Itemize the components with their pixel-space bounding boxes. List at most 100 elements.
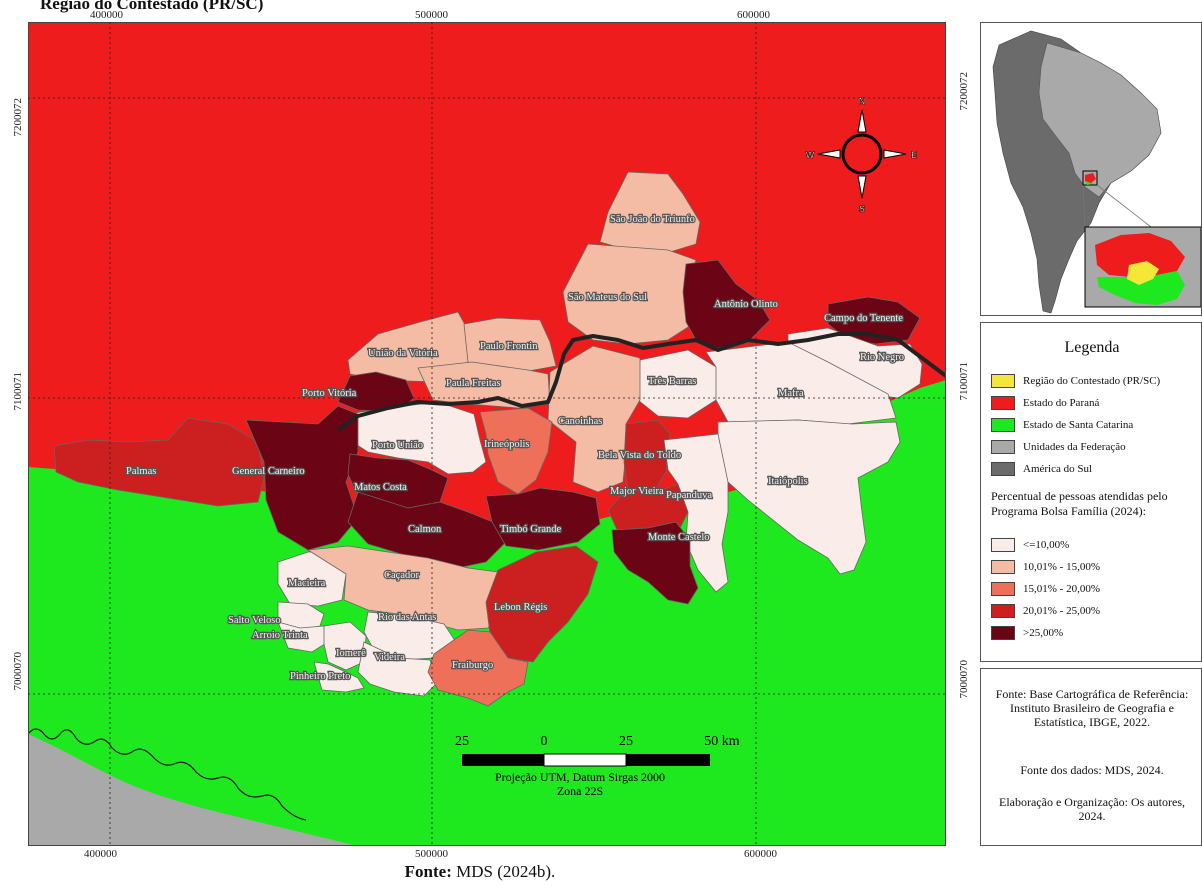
scale-tick-2: 0 [541, 734, 548, 749]
legend-item: América do Sul [991, 461, 1092, 477]
contestado-region [53, 171, 923, 707]
legend-item: Estado do Paraná [991, 395, 1099, 411]
label-cacador: Caçador [384, 570, 419, 581]
legend-class: 10,01% - 15,00% [991, 559, 1100, 575]
label-porto-vitoria: Porto Vitória [302, 388, 357, 399]
label-mafra: Mafra [778, 388, 804, 399]
compass-arrow-west [817, 149, 841, 159]
label-matos-costa: Matos Costa [354, 482, 407, 493]
legend-label: 15,01% - 20,00% [1023, 583, 1100, 595]
label-monte-castelo: Monte Castelo [648, 532, 710, 543]
legend-swatch [991, 626, 1015, 640]
compass-w: W [806, 150, 815, 160]
legend-label: Unidades da Federação [1023, 441, 1126, 453]
label-campo-do-tenente: Campo do Tenente [824, 313, 903, 324]
scale-tick-4: 50 km [704, 734, 740, 749]
muni-pinheiro-preto [313, 661, 365, 693]
compass-rose: N S E W [805, 96, 917, 215]
main-map: São João do Triunfo São Mateus do Sul An… [28, 22, 946, 846]
label-papanduva: Papanduva [666, 490, 712, 501]
compass-arrow-south [857, 175, 867, 199]
scale-zone: Zona 22S [557, 784, 603, 798]
muni-lebon-regis [485, 545, 599, 663]
label-paula-freitas: Paula Freitas [446, 378, 501, 389]
legend-swatch [991, 582, 1015, 596]
muni-irineopolis [479, 407, 553, 495]
label-calmon: Calmon [408, 524, 442, 535]
inset-locator-box [1082, 170, 1098, 186]
legend-item: Região do Contestado (PR/SC) [991, 373, 1160, 389]
legend-item: Estado de Santa Catarina [991, 417, 1133, 433]
legend-label: 10,01% - 15,00% [1023, 561, 1100, 573]
state-border-line [336, 332, 946, 432]
legend-label: 20,01% - 25,00% [1023, 605, 1100, 617]
compass-n: N [859, 96, 866, 106]
label-uniao-da-vitoria: União da Vitória [368, 348, 438, 359]
credits-authors: Elaboração e Organização: Os autores, 20… [998, 795, 1186, 823]
coordinate-grid [28, 22, 946, 846]
legend-label: Estado de Santa Catarina [1023, 419, 1134, 431]
scale-bar: 25 0 25 50 km Projeção UTM, Datum Sirgas… [455, 734, 740, 798]
coord-y-left-1: 7200072 [12, 98, 24, 137]
muni-calmon [347, 491, 507, 571]
muni-iomere [323, 621, 367, 671]
muni-timbo-grande [485, 487, 601, 551]
legend-class: 20,01% - 25,00% [991, 603, 1100, 619]
muni-tres-barras [637, 349, 719, 419]
figure-caption-top: Região do Contestado (PR/SC) [40, 0, 264, 13]
credits-panel: Fonte: Base Cartográfica de Referência: … [980, 668, 1202, 846]
inset-locator [980, 22, 1202, 316]
legend-class: 15,01% - 20,00% [991, 581, 1100, 597]
label-porto-uniao: Porto União [372, 440, 423, 451]
inset-brazil-states [1038, 42, 1162, 198]
muni-fraiburgo [427, 629, 529, 707]
muni-bela-vista-do-toldo [623, 419, 671, 493]
coord-y-right-1: 7200072 [958, 72, 970, 111]
muni-general-carneiro [245, 405, 359, 551]
legend-class: <=10,00% [991, 537, 1069, 553]
label-general-carneiro: General Carneiro [232, 466, 305, 477]
label-sao-mateus-do-sul: São Mateus do Sul [568, 292, 647, 303]
label-pinheiro-preto: Pinheiro Preto [290, 671, 350, 682]
compass-e: E [911, 150, 917, 160]
compass-arrow-east [883, 149, 907, 159]
muni-sao-joao-do-triunfo [599, 171, 701, 253]
coord-y-left-3: 7000070 [12, 652, 24, 691]
label-videira: Videira [374, 652, 405, 663]
scale-segment-3 [626, 754, 710, 766]
legend-swatch [991, 396, 1015, 410]
inset-connector-2 [1082, 184, 1086, 228]
scale-projection: Projeção UTM, Datum Sirgas 2000 [495, 770, 665, 784]
muni-papanduva [663, 433, 729, 593]
legend-panel: Legenda Região do Contestado (PR/SC) Est… [980, 322, 1202, 662]
legend-title: Legenda [1064, 339, 1120, 356]
muni-palmas [53, 417, 265, 507]
label-lebon-regis: Lebon Régis [494, 602, 547, 613]
legend-label: América do Sul [1023, 463, 1093, 475]
label-palmas: Palmas [126, 466, 156, 477]
legend-label: <=10,00% [1023, 539, 1070, 551]
coord-y-right-3: 7000070 [958, 660, 970, 699]
inset-map [981, 23, 1202, 315]
legend-swatch [991, 418, 1015, 432]
figure-caption-bottom: Fonte: MDS (2024b). [0, 862, 960, 882]
compass-arrow-north [857, 109, 867, 133]
coord-x-top-2: 500000 [415, 9, 448, 21]
inset-zoom-santa-catarina [1097, 271, 1185, 305]
label-rio-negro: Rio Negro [860, 352, 904, 363]
legend-label: Estado do Paraná [1023, 397, 1100, 409]
inset-sc-small [1085, 181, 1095, 185]
compass-s: S [859, 204, 865, 214]
other-state-area [28, 734, 358, 846]
inset-connector-1 [1096, 184, 1152, 228]
coord-x-top-3: 600000 [737, 9, 770, 21]
muni-videira [357, 641, 439, 697]
label-antonio-olinto: Antônio Olinto [714, 299, 778, 310]
inset-zoom-parana [1095, 233, 1185, 277]
caption-source-label: Fonte: [404, 862, 452, 881]
compass-circle [841, 133, 883, 175]
muni-cacador [306, 545, 507, 631]
label-bela-vista-do-toldo: Bela Vista do Toldo [598, 450, 681, 461]
legend-label: Região do Contestado (PR/SC) [1023, 375, 1161, 387]
muni-sao-mateus-do-sul [562, 243, 697, 345]
